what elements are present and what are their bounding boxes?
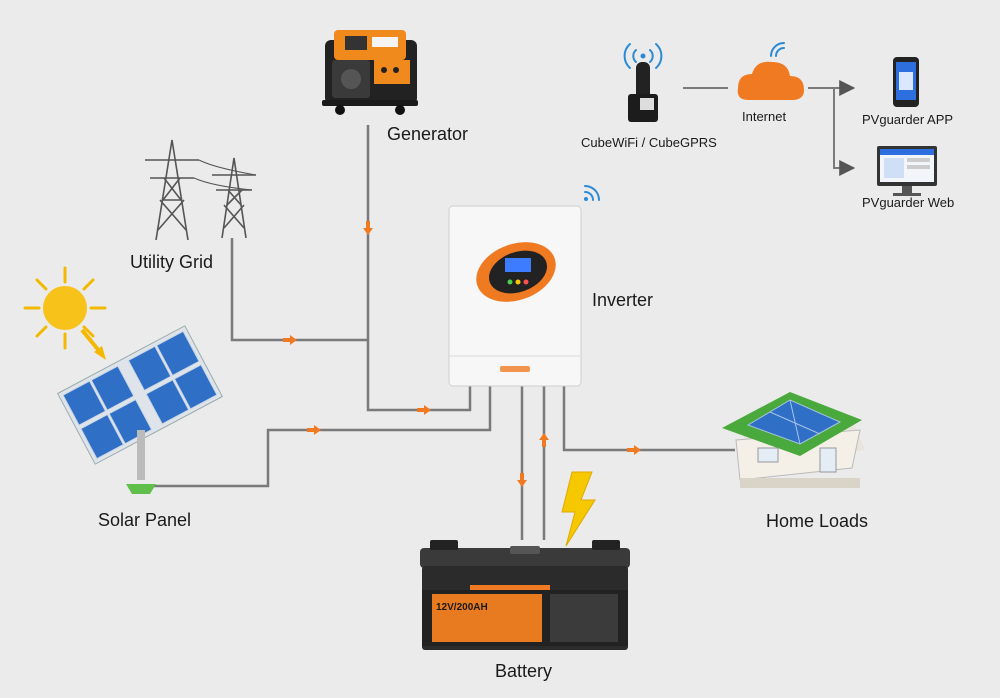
monitor-icon xyxy=(877,146,937,196)
battery-icon xyxy=(420,540,630,650)
sun-icon xyxy=(23,266,107,360)
wire-home-loads xyxy=(562,386,735,452)
label-pvguarder-web: PVguarder Web xyxy=(862,195,955,210)
battery-model-label: 12V/200AH xyxy=(436,602,488,613)
inverter-icon xyxy=(448,185,600,387)
lightning-icon xyxy=(561,471,596,547)
utility-tower-icon xyxy=(145,139,257,241)
flow-arrows xyxy=(283,221,641,487)
wire-solar xyxy=(148,386,492,488)
label-generator: Generator xyxy=(387,124,469,144)
flow-arrow-generator xyxy=(363,221,373,235)
wire-utility-grid xyxy=(230,238,368,342)
solar-panel-icon xyxy=(56,325,224,494)
flow-arrow-solar xyxy=(307,425,321,435)
flow-arrow-from-battery xyxy=(539,433,549,447)
label-home-loads: Home Loads xyxy=(766,511,869,531)
label-solar-panel: Solar Panel xyxy=(98,510,192,530)
label-inverter: Inverter xyxy=(592,290,654,310)
wire-internet-web xyxy=(833,88,856,176)
label-battery: Battery xyxy=(495,661,553,681)
house-icon xyxy=(722,392,865,488)
label-pvguarder-app: PVguarder APP xyxy=(862,112,954,127)
cloud-icon xyxy=(737,42,804,100)
label-internet: Internet xyxy=(742,109,787,124)
flow-arrow-to-battery xyxy=(517,473,527,487)
generator-icon xyxy=(322,30,418,115)
flow-arrow-gen-to-inverter xyxy=(417,405,431,415)
flow-arrow-grid xyxy=(283,335,297,345)
label-cube-wifi: CubeWiFi / CubeGPRS xyxy=(581,135,717,150)
phone-icon xyxy=(893,57,919,107)
flow-arrow-home xyxy=(627,445,641,455)
label-utility-grid: Utility Grid xyxy=(130,252,214,272)
wifi-dongle-icon xyxy=(623,43,663,122)
